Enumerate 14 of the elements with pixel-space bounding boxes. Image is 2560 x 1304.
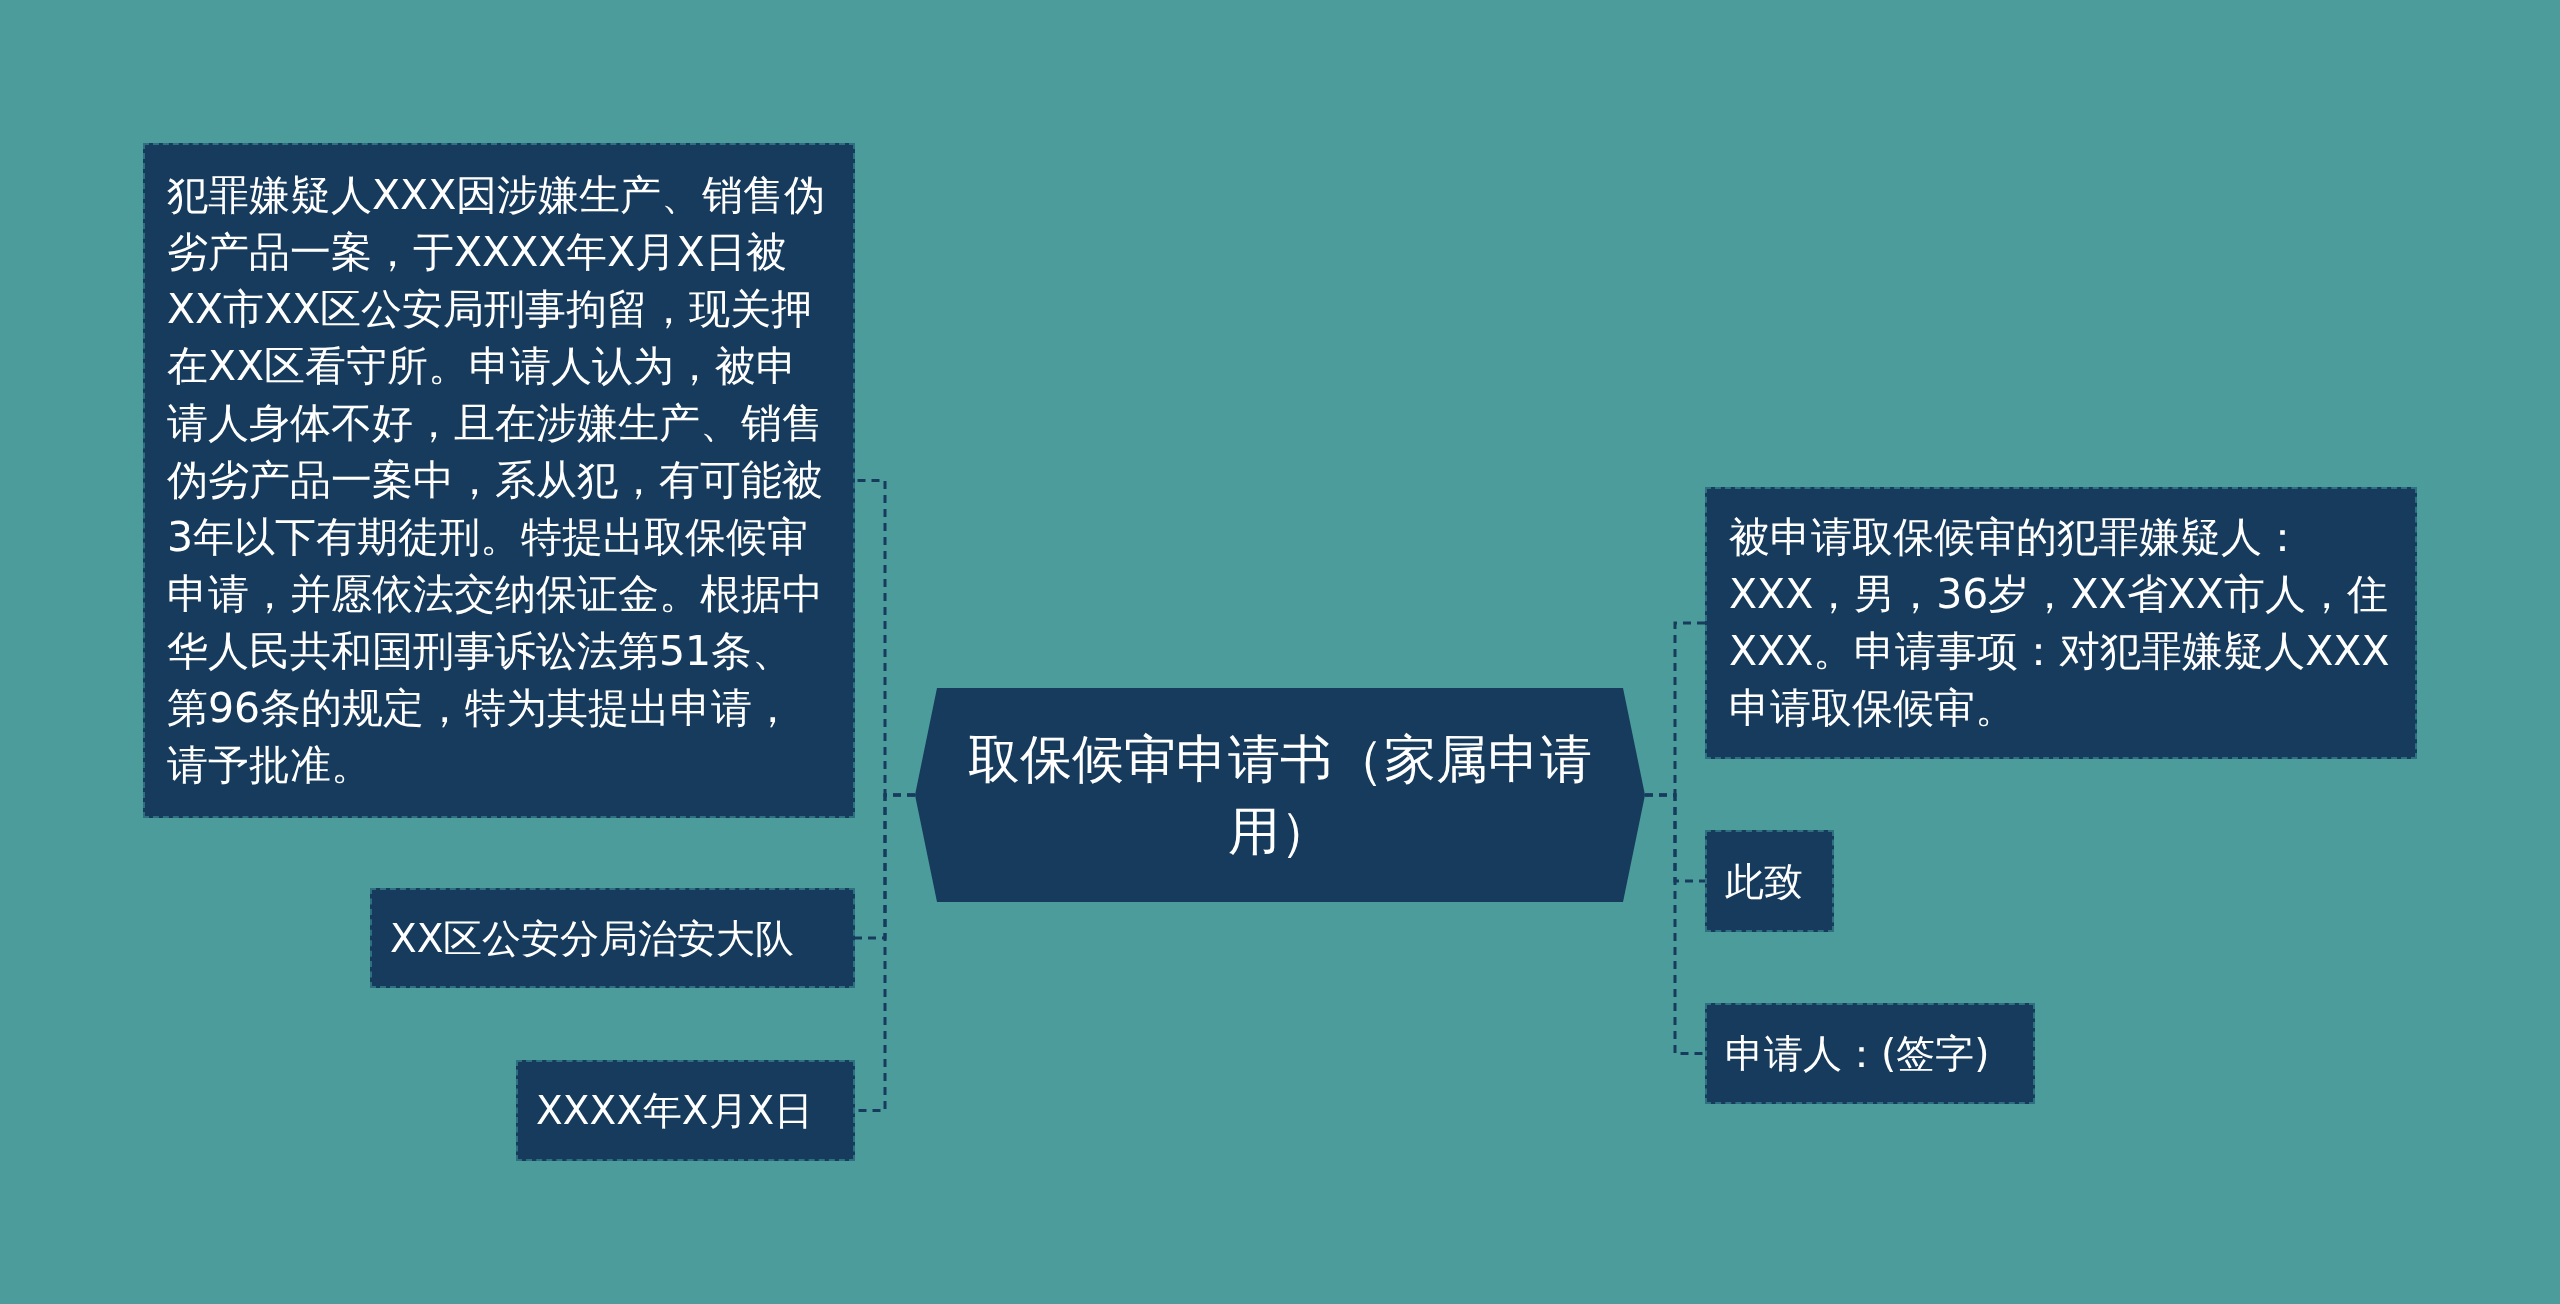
text-box xyxy=(1705,830,1834,932)
body-text: XXXX年X月X日 xyxy=(536,1087,814,1135)
text-box xyxy=(370,888,855,988)
topic-title: 取保候审申请书（家属申请用） xyxy=(967,728,1593,863)
body-text: 此致 xyxy=(1725,857,1803,906)
connector-line xyxy=(1645,793,1705,1055)
text-box xyxy=(1705,487,2417,759)
text-box xyxy=(516,1060,855,1161)
text-box xyxy=(1705,1003,2035,1104)
body-text: 被申请取保候审的犯罪嫌疑人：XXX，男，36岁，XX省XX市人，住XXX。申请事项：对犯罪嫌疑人XXX申请取保候审。 xyxy=(1729,512,2391,734)
body-text: 申请人：(签字) xyxy=(1725,1030,1990,1078)
body-text: XX区公安分局治安大队 xyxy=(390,914,795,963)
body-text: 犯罪嫌疑人XXX因涉嫌生产、销售伪劣产品一案，于XXXX年X月X日被XX市XX区公安局刑事拘留，现关押在XX区看守所。申请人认为，被申请人身体不好，且在涉嫌生产、销售伪劣产品一案中，系从犯，有可能被3年以下有期徒刑。特提出取保候审申请，并愿依法交纳保证金。根据中华人民共和国刑事诉讼法第51条、第96条的规定，特为其提出申请，请予批准。 xyxy=(167,170,827,791)
topic-hexagon xyxy=(915,688,1645,902)
